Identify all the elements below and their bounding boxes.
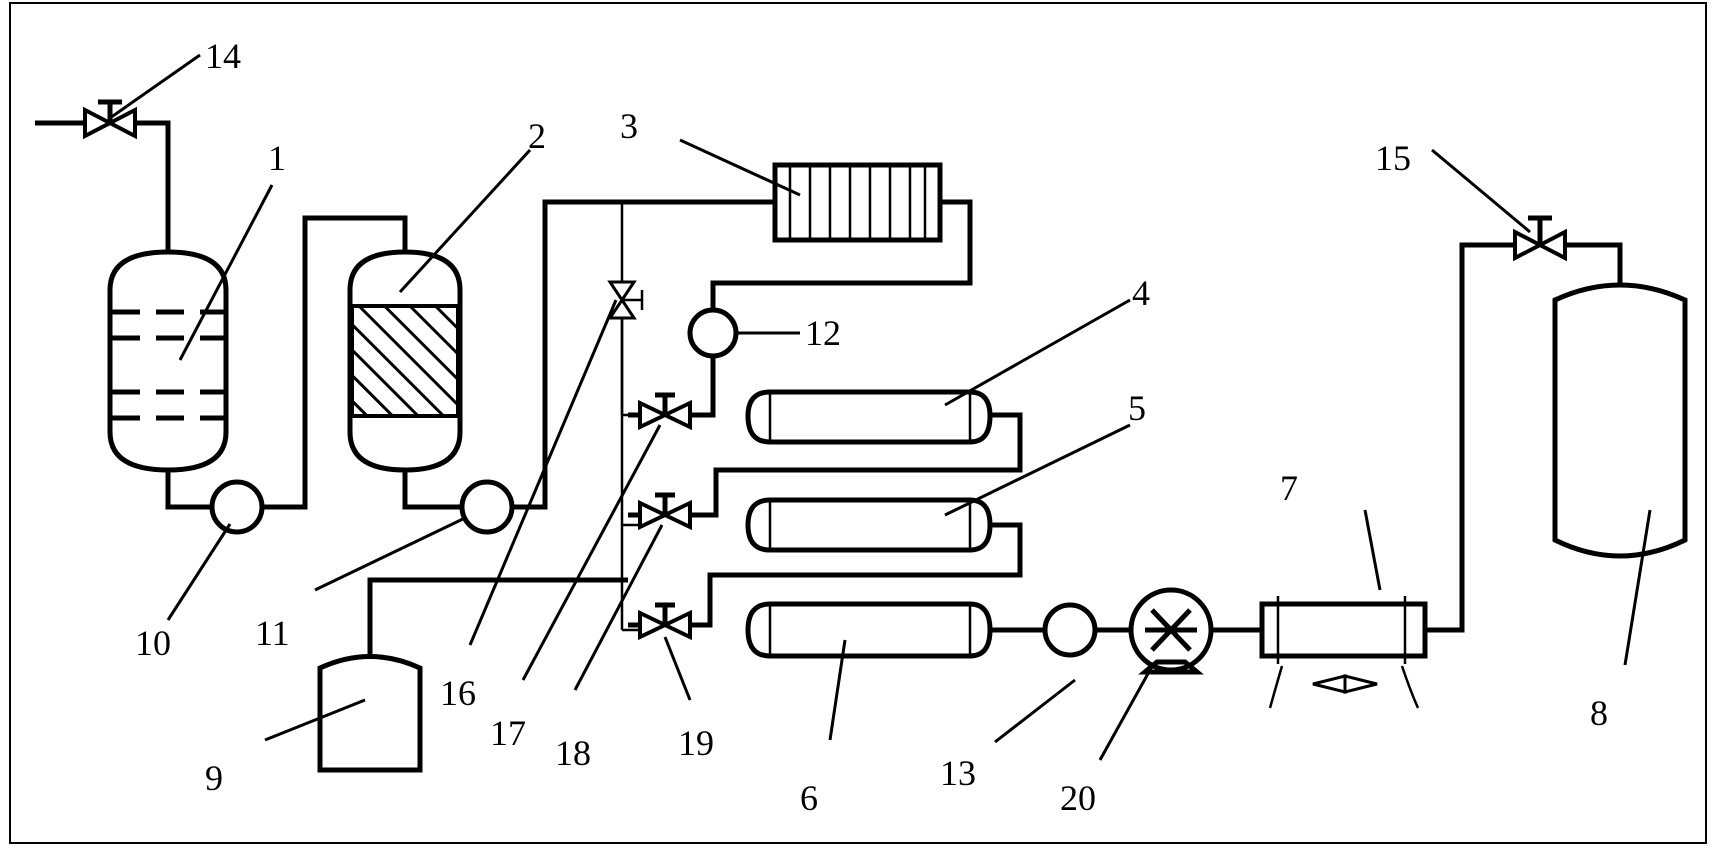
label-1: 1 <box>268 138 286 178</box>
heat-exchanger-3 <box>772 162 943 243</box>
valve-15 <box>1513 215 1567 262</box>
reactor-6 <box>745 601 993 659</box>
valve-19 <box>638 602 692 641</box>
label-20: 20 <box>1060 778 1096 818</box>
label-10: 10 <box>135 623 171 663</box>
meter-13 <box>1042 602 1098 658</box>
label-19: 19 <box>678 723 714 763</box>
bypass-manifold <box>620 202 640 632</box>
tank-2-packed-column <box>347 249 463 473</box>
valve-18 <box>638 492 692 531</box>
figure-border <box>9 2 1707 844</box>
fan-icon <box>1312 674 1378 694</box>
label-5: 5 <box>1128 388 1146 428</box>
pipelines <box>35 120 1623 660</box>
collection-tank-9 <box>317 654 423 773</box>
reactor-5 <box>745 497 993 553</box>
label-7: 7 <box>1280 468 1298 508</box>
compressor-20 <box>1128 587 1214 675</box>
meter-12 <box>687 307 739 359</box>
label-9: 9 <box>205 758 223 798</box>
valve-17 <box>638 392 692 431</box>
tank-1 <box>107 249 229 473</box>
label-15: 15 <box>1375 138 1411 178</box>
label-2: 2 <box>528 116 546 156</box>
label-16: 16 <box>440 673 476 713</box>
label-11: 11 <box>255 613 290 653</box>
leader-lines <box>109 53 1652 761</box>
valve-16 <box>607 280 644 320</box>
storage-tank-8 <box>1552 282 1688 559</box>
label-13: 13 <box>940 753 976 793</box>
pump-10 <box>209 479 265 535</box>
pump-11 <box>459 479 515 535</box>
valve-14 <box>83 99 137 140</box>
reactor-4 <box>745 389 993 445</box>
label-6: 6 <box>800 778 818 818</box>
label-17: 17 <box>490 713 526 753</box>
label-4: 4 <box>1132 273 1150 313</box>
label-3: 3 <box>620 106 638 146</box>
label-12: 12 <box>805 313 841 353</box>
label-18: 18 <box>555 733 591 773</box>
cooler-7 <box>1259 596 1428 709</box>
label-14: 14 <box>205 36 241 76</box>
label-8: 8 <box>1590 693 1608 733</box>
